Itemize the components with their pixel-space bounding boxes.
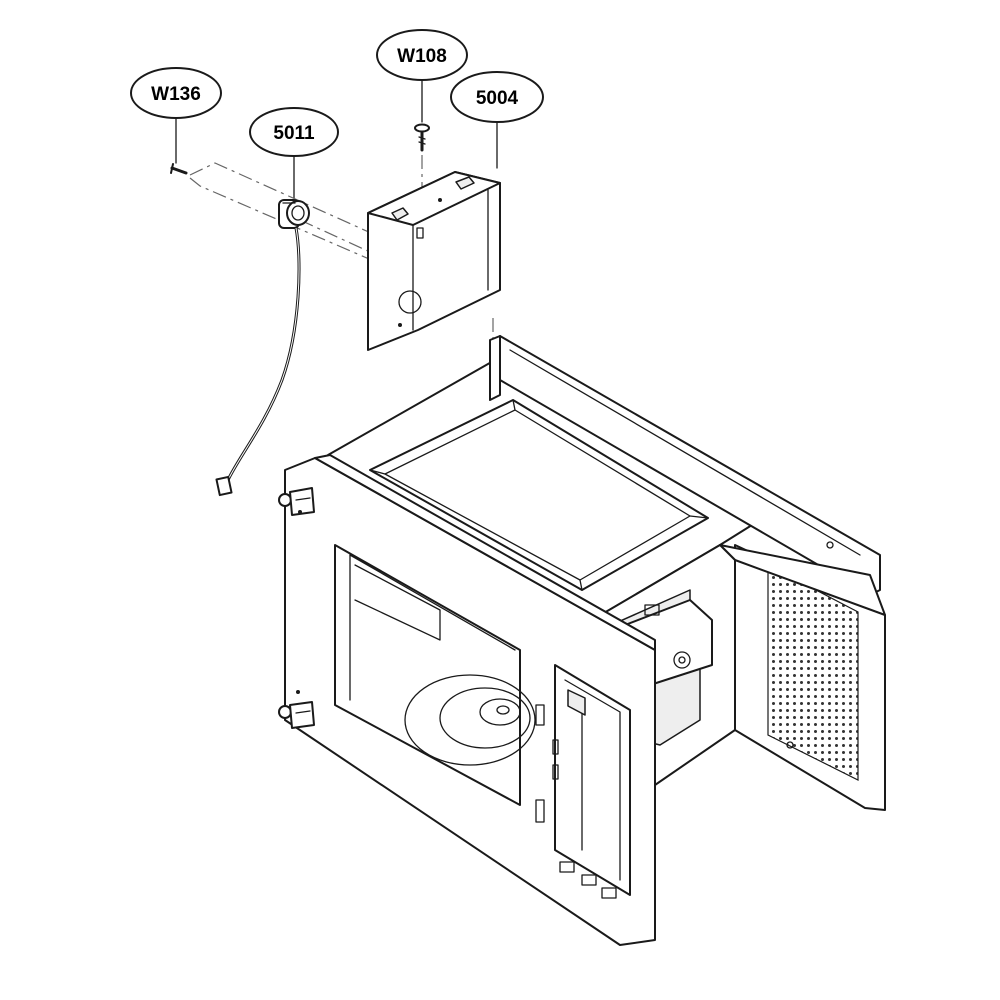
screw-w136[interactable] [170,163,188,175]
callout-5004-label: 5004 [476,88,519,109]
callout-5004[interactable]: 5004 [450,71,544,169]
control-panel-opening [554,664,631,896]
callout-w108[interactable]: W108 [376,29,468,123]
hinge-bottom [278,701,315,729]
cavity-assembly [278,335,886,946]
cable-connector [215,475,233,497]
callout-w136-label: W136 [151,84,201,105]
ventilation-grille [767,564,859,781]
turntable [404,674,536,766]
hinge-top [278,487,315,516]
screw-w108[interactable] [414,123,430,152]
callout-w108-label: W108 [397,46,447,67]
door-opening [334,544,521,806]
callout-w136[interactable]: W136 [130,67,222,164]
bracket-5004[interactable] [367,171,501,351]
callout-5011[interactable]: 5011 [249,107,339,199]
sensor-5011[interactable] [215,199,310,497]
callout-5011-label: 5011 [273,123,315,144]
